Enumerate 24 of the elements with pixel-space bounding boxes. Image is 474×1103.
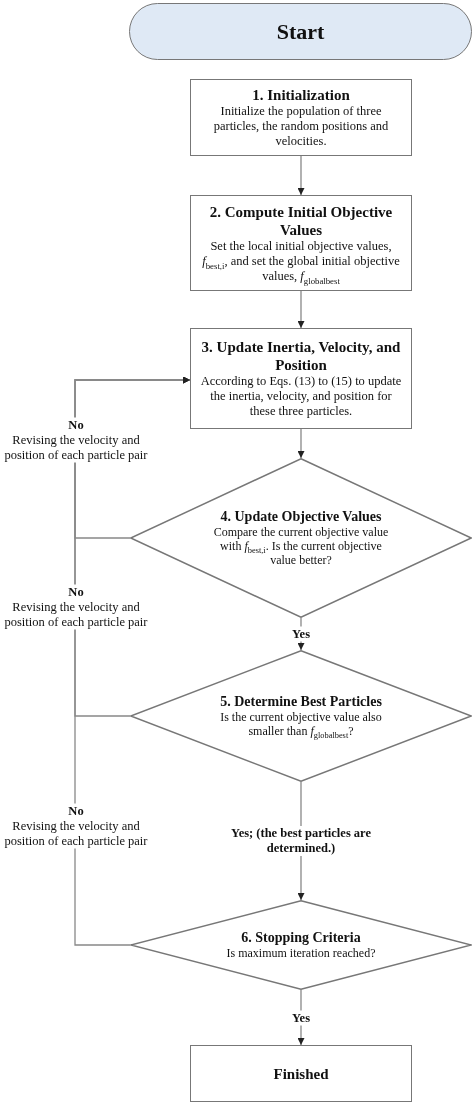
edge-label: Yes xyxy=(291,1010,311,1025)
step-title: 1. Initialization xyxy=(252,86,350,104)
terminator-label: Start xyxy=(276,18,325,45)
step-title: Finished xyxy=(273,1064,329,1083)
step-description: Compare the current objective value with f$_{best,i}$. Is the current objective value better? xyxy=(212,525,390,567)
process-box xyxy=(190,79,412,156)
arrow xyxy=(297,290,305,329)
edge-label: Yes xyxy=(291,626,311,642)
step-description: Set the local initial objective values, f$_{best,i}$, and set the global initial objective values, f$_{globalbest}$ xyxy=(201,238,401,284)
step-title: 6. Stopping Criteria xyxy=(241,930,361,946)
process-box xyxy=(190,1045,412,1102)
arrow xyxy=(297,428,305,459)
step-description: Initialize the population of three particles, the random positions and velocities. xyxy=(212,104,390,149)
step-title: 4. Update Objective Values xyxy=(220,509,382,525)
step-description: According to Eqs. (13) to (15) to update the inertia, velocity, and position for these three particles. xyxy=(199,374,403,419)
step-description: Is maximum iteration reached? xyxy=(225,946,377,960)
process-box xyxy=(190,195,412,291)
step-title: 5. Determine Best Particles xyxy=(220,694,382,710)
step-title: 3. Update Inertia, Velocity, and Position xyxy=(200,338,402,374)
step-description: Is the current objective value also smaller than f$_{globalbest}$? xyxy=(219,710,383,738)
start-terminator xyxy=(129,3,472,60)
step-title: 2. Compute Initial Objective Values xyxy=(208,202,394,239)
process-box xyxy=(190,328,412,429)
arrow xyxy=(297,155,305,196)
